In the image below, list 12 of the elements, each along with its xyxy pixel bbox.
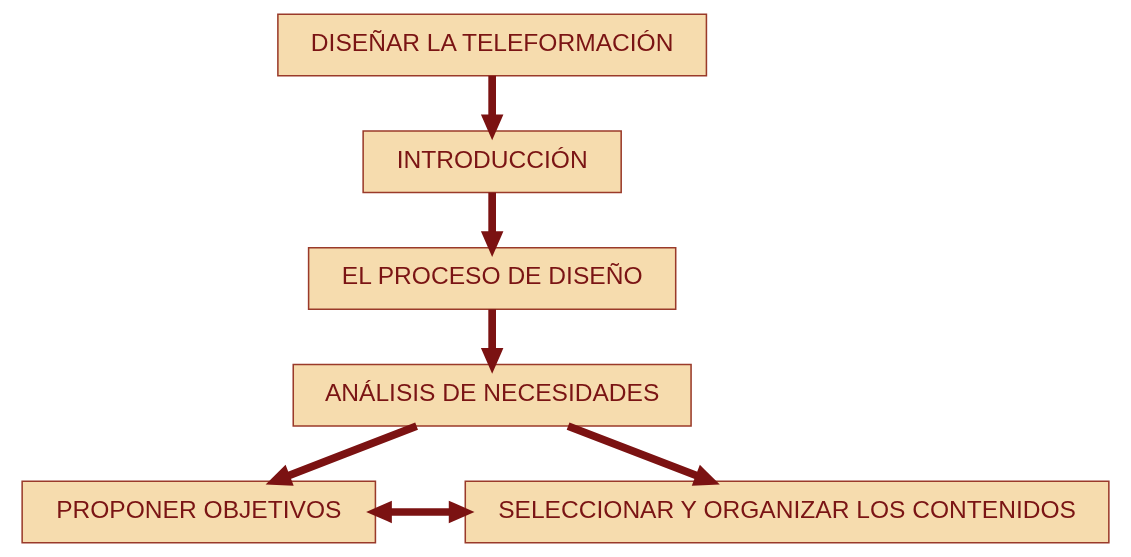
node-box: EL PROCESO DE DISEÑO [307,247,677,310]
arrow [480,309,504,374]
node-box: PROPONER OBJETIVOS [21,480,377,544]
node-box: DISEÑAR LA TELEFORMACIÓN [277,13,708,77]
node-box: INTRODUCCIÓN [362,130,622,194]
arrow [480,192,504,257]
arrow [480,75,504,141]
arrow [566,422,720,486]
node-box: SELECCIONAR Y ORGANIZAR LOS CONTENIDOS [464,480,1110,544]
arrow [366,500,475,524]
arrow [265,422,418,486]
node-box: ANÁLISIS DE NECESIDADES [292,363,692,427]
